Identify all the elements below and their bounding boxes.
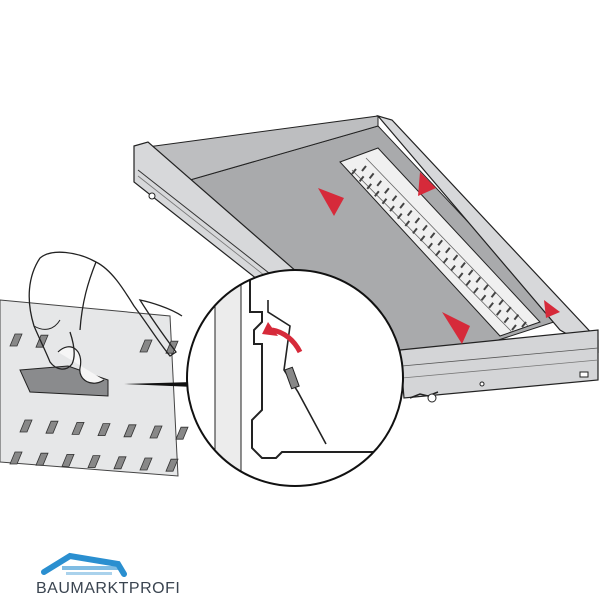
rail-slot	[396, 212, 403, 220]
rail-slot	[366, 183, 373, 190]
strip-slot	[139, 339, 153, 353]
rail-slot	[460, 261, 466, 269]
rail-slot	[437, 239, 443, 246]
rail-slot	[384, 187, 390, 194]
rail-slot	[358, 175, 365, 183]
rail-slot	[406, 209, 413, 217]
strip-slot	[71, 421, 85, 435]
rail-slot	[465, 279, 472, 287]
rail-slot	[498, 299, 504, 306]
rail-slot	[391, 195, 398, 202]
hand-peeling-tape	[0, 251, 189, 477]
roof-logo-icon	[41, 552, 127, 577]
rail-slot	[511, 324, 517, 331]
rail-slot	[452, 254, 459, 261]
rail-slot	[368, 172, 375, 180]
rail-slot	[399, 202, 405, 209]
rail-slot	[389, 205, 395, 212]
rail-slot	[361, 165, 367, 172]
rail-slot	[381, 198, 388, 205]
rail-slot	[374, 190, 380, 197]
rail-slot	[429, 232, 436, 239]
rail-slot	[475, 276, 482, 284]
drawer	[133, 114, 599, 403]
strip-slot	[61, 453, 75, 467]
rail-slot	[351, 168, 357, 175]
baumarktprofi-logo: BAUMARKTPROFI	[36, 550, 180, 600]
rail-slot	[521, 321, 527, 328]
rail-slot	[442, 257, 449, 264]
rail-slot	[427, 242, 433, 249]
rail-slots	[351, 165, 527, 331]
spring-clip	[267, 300, 327, 445]
arrow-back-left	[318, 188, 344, 216]
rail-slot	[473, 287, 479, 294]
rail-slot	[505, 306, 512, 313]
rail-slot	[490, 291, 497, 298]
strip-slot	[123, 424, 137, 438]
rail-slot	[503, 316, 510, 324]
rail-slot	[450, 264, 456, 272]
strip-slot	[45, 420, 59, 434]
hand	[28, 251, 183, 370]
strip-slot	[9, 333, 23, 347]
rail-slot	[467, 269, 474, 276]
rail-slot	[435, 250, 441, 257]
detail-callout	[186, 269, 404, 487]
rail-slot	[513, 313, 520, 321]
strip-slot	[139, 457, 153, 471]
rail-slot	[419, 235, 426, 242]
strip-slot	[149, 425, 163, 439]
clip-arrow	[271, 327, 303, 354]
arrow-front-right	[544, 300, 560, 318]
rail-slot	[495, 309, 502, 316]
rail-profile	[249, 270, 403, 459]
strip-slot	[165, 458, 179, 472]
brand-name: BAUMARKTPROFI	[36, 580, 181, 597]
strip-slot	[87, 455, 101, 469]
arrow-back-right	[418, 172, 436, 196]
strip-slot	[113, 456, 127, 470]
rail-slot	[480, 294, 487, 301]
rail-slot	[412, 227, 418, 235]
strip-slot	[35, 452, 49, 466]
peeled-film	[57, 346, 105, 384]
rail-slot	[457, 272, 464, 279]
rail-slot	[404, 220, 411, 227]
rail-slot	[483, 284, 489, 291]
rail-slot	[414, 217, 421, 224]
rail-slot	[445, 247, 451, 254]
strip-slot	[97, 423, 111, 437]
rail-slot	[488, 302, 494, 309]
strip-slot	[175, 426, 189, 440]
arrow-front-left	[442, 312, 470, 344]
strip-slot	[19, 419, 33, 433]
rail-slot	[422, 224, 428, 232]
strip-slot	[9, 451, 23, 465]
rail-slot	[376, 180, 383, 187]
